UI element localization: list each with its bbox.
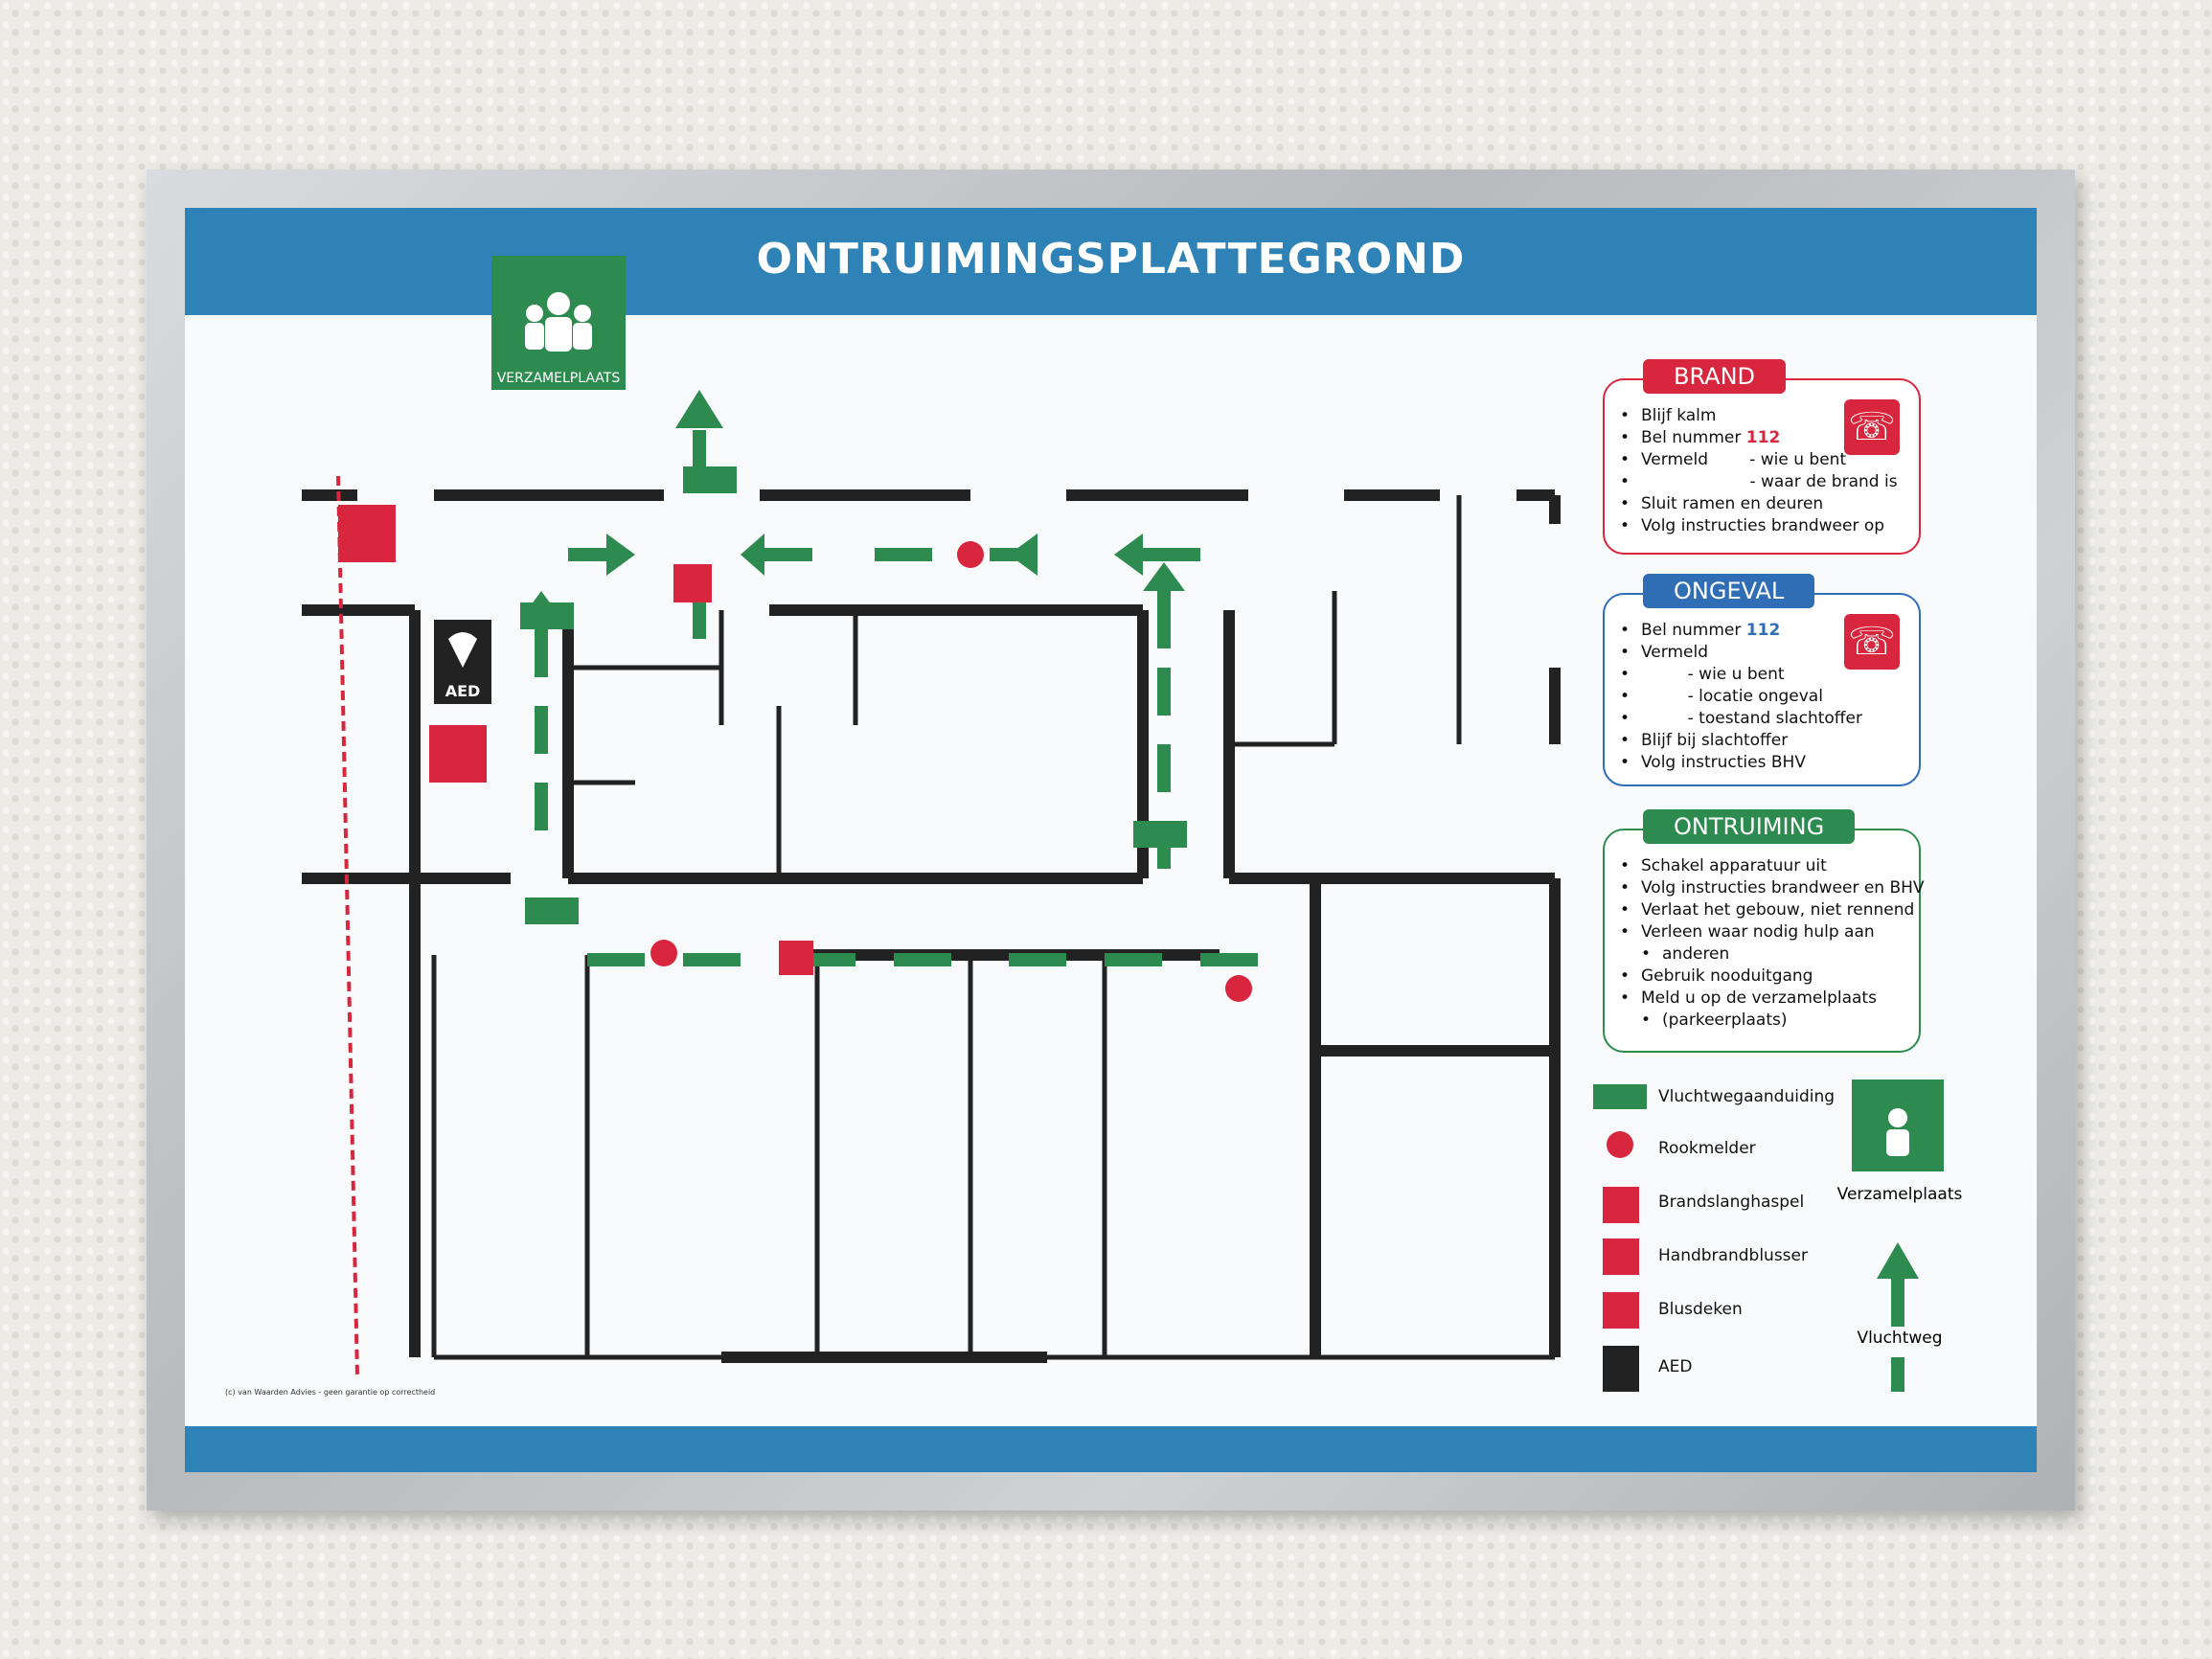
- footer-bar: [185, 1426, 2037, 1472]
- list-item: Meld u op de verzamelplaats: [1620, 988, 1925, 1010]
- list-item: - locatie ongeval: [1620, 686, 1862, 708]
- list-item: Volg instructies brandweer op: [1620, 515, 1898, 537]
- assembly-point-icon: [491, 256, 626, 390]
- ontruiming-instructions: Schakel apparatuur uit Volg instructies …: [1620, 855, 1925, 1032]
- legend-label: Brandslanghaspel: [1658, 1193, 1805, 1212]
- panel-brand-heading: BRAND: [1643, 359, 1787, 394]
- legend-assembly-caption: Verzamelplaats: [1836, 1185, 1963, 1204]
- legend-label: Rookmelder: [1658, 1139, 1756, 1158]
- list-item: Sluit ramen en deuren: [1620, 493, 1898, 515]
- emergency-number: 112: [1745, 428, 1781, 447]
- list-item: Vermeld: [1620, 642, 1862, 664]
- smoke-detector-icon: [1225, 975, 1252, 1002]
- list-item: Verlaat het gebouw, niet rennend: [1620, 899, 1925, 921]
- aed-label: AED: [445, 682, 481, 700]
- list-item: Vermeld - wie u bent: [1620, 449, 1898, 471]
- list-item: - toestand slachtoffer: [1620, 708, 1862, 730]
- list-item: Blijf bij slachtoffer: [1620, 730, 1862, 752]
- copyright-note: (c) van Waarden Advies - geen garantie o…: [225, 1388, 436, 1397]
- smoke-detector-icon: [957, 541, 984, 568]
- assembly-point-icon: [1852, 1079, 1944, 1171]
- list-item: Schakel apparatuur uit: [1620, 855, 1925, 877]
- floor-plan: VERZAMELPLAATS: [302, 256, 1944, 1392]
- list-item: Volg instructies BHV: [1620, 752, 1862, 774]
- legend-label: Handbrandblusser: [1658, 1246, 1808, 1265]
- legend-route-caption: Vluchtweg: [1857, 1329, 1943, 1348]
- poster-title: ONTRUIMINGSPLATTEGROND: [756, 235, 1466, 284]
- escape-route-arrow: [1877, 1242, 1919, 1392]
- smoke-detector-icon: [1607, 1131, 1633, 1158]
- list-item: anderen: [1620, 943, 1925, 966]
- exit-sign-icon: [520, 602, 574, 629]
- fire-extinguisher-icon: [1603, 1239, 1639, 1275]
- panel-brand: BRAND ☏ Blijf kalm Bel nummer 112 Vermel…: [1603, 359, 1921, 555]
- picture-frame: ONTRUIMINGSPLATTEGROND VERZAMELPLAATS: [147, 170, 2075, 1511]
- panel-ontruiming: ONTRUIMING Schakel apparatuur uit Volg i…: [1603, 809, 1925, 1053]
- emergency-number: 112: [1745, 621, 1781, 640]
- smoke-detector-icon: [650, 940, 677, 966]
- list-item: (parkeerplaats): [1620, 1010, 1925, 1032]
- legend-label: Blusdeken: [1658, 1300, 1743, 1319]
- list-item: Blijf kalm: [1620, 405, 1898, 427]
- legend-label: Vluchtwegaanduiding: [1658, 1087, 1836, 1106]
- fire-hose-icon: [1603, 1187, 1639, 1223]
- ongeval-instructions: Bel nummer 112 Vermeld - wie u bent - lo…: [1620, 620, 1862, 774]
- exit-sign-icon: [1593, 1084, 1647, 1109]
- list-item: - wie u bent: [1620, 664, 1862, 686]
- exit-sign-icon: [683, 466, 737, 493]
- exit-sign-icon: [525, 898, 579, 924]
- list-item: Verleen waar nodig hulp aan: [1620, 921, 1925, 943]
- fire-hose-icon: [673, 564, 712, 602]
- panel-ontruiming-heading: ONTRUIMING: [1643, 809, 1856, 844]
- aed-icon: [1603, 1346, 1639, 1392]
- assembly-point-label: VERZAMELPLAATS: [497, 371, 621, 386]
- interior-walls: [431, 495, 1555, 1360]
- boundary-line: [336, 475, 359, 1377]
- fire-blanket-icon: [429, 725, 487, 783]
- list-item: Bel nummer 112: [1620, 427, 1898, 449]
- exit-sign-icon: [1133, 821, 1187, 848]
- fire-blanket-icon: [1603, 1292, 1639, 1329]
- list-item: - waar de brand is: [1620, 471, 1897, 493]
- aed-icon: [434, 620, 491, 704]
- panel-ongeval-heading: ONGEVAL: [1643, 574, 1815, 608]
- panel-ongeval: ONGEVAL ☏ Bel nummer 112 Vermeld - wie u…: [1603, 574, 1921, 786]
- legend-label: AED: [1658, 1357, 1693, 1376]
- list-item: Volg instructies brandweer en BHV: [1620, 877, 1925, 899]
- list-item: Gebruik nooduitgang: [1620, 966, 1925, 988]
- list-item: Bel nummer 112: [1620, 620, 1862, 642]
- fire-extinguisher-icon: [779, 941, 813, 975]
- evacuation-poster: ONTRUIMINGSPLATTEGROND VERZAMELPLAATS: [185, 208, 2037, 1472]
- brand-instructions: Blijf kalm Bel nummer 112 Vermeld - wie …: [1620, 405, 1898, 537]
- fire-extinguisher-icon: [338, 505, 396, 562]
